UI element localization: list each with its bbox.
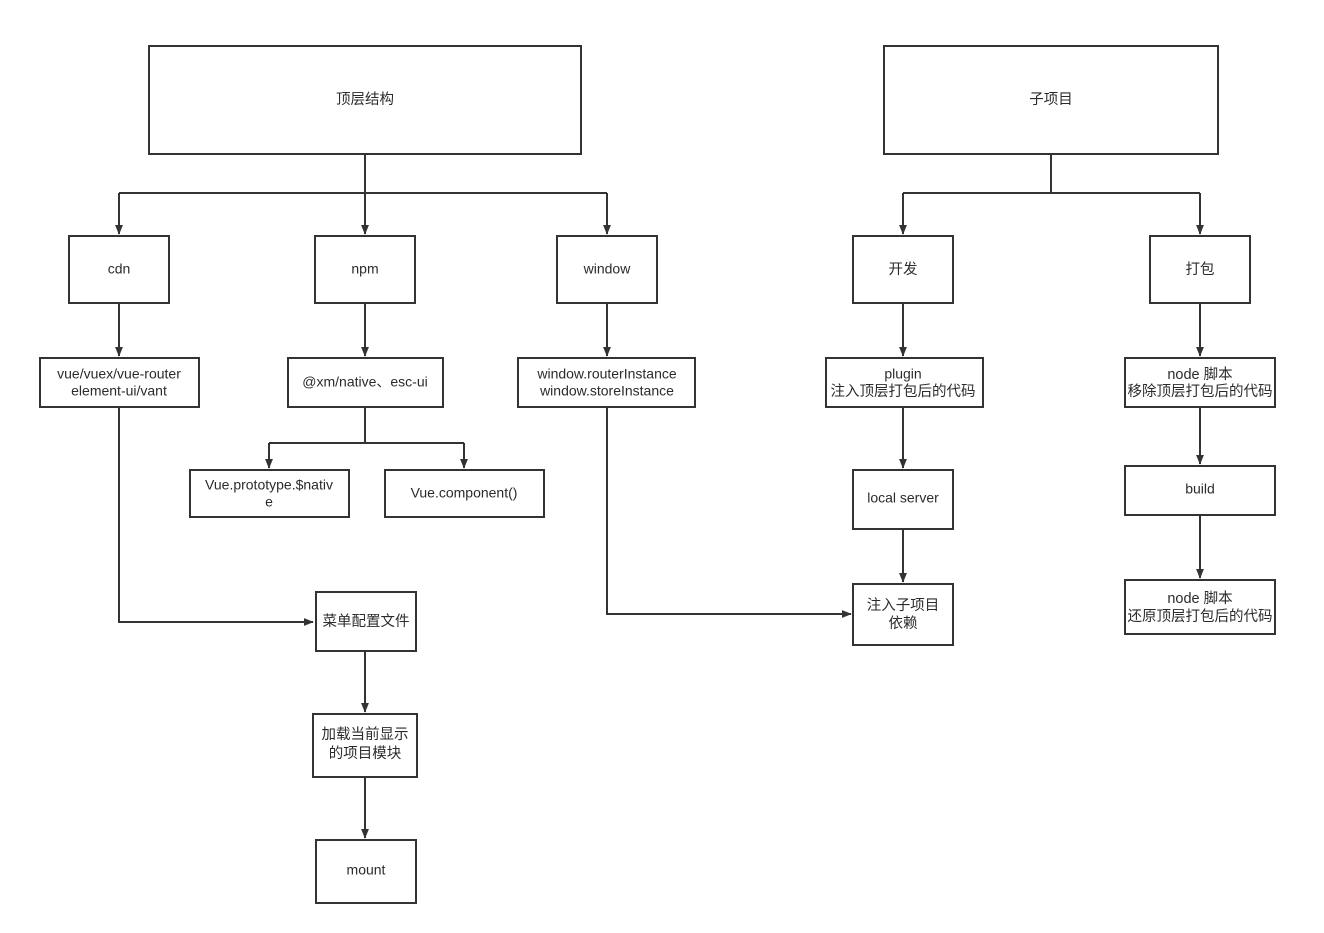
- node-script-restore-label-line2: 还原顶层打包后的代码: [1128, 608, 1273, 625]
- node-script-restore-label-line1: node 脚本: [1167, 590, 1232, 607]
- node-local-server[interactable]: local server: [852, 469, 954, 530]
- node-cdn-label: cdn: [108, 261, 131, 277]
- node-inject-sub-project-label-line2: 依赖: [889, 615, 918, 632]
- node-npm[interactable]: npm: [314, 235, 416, 304]
- node-pack-label: 打包: [1186, 261, 1215, 278]
- node-script-restore[interactable]: node 脚本 还原顶层打包后的代码: [1124, 579, 1276, 635]
- node-script-remove-label-line1: node 脚本: [1167, 366, 1232, 383]
- node-top-structure[interactable]: 顶层结构: [148, 45, 582, 155]
- edge-layer: [115, 154, 1204, 839]
- node-vue-component[interactable]: Vue.component(): [384, 469, 545, 518]
- node-vue-prototype-label-line1: Vue.prototype.$nativ: [205, 477, 333, 493]
- node-plugin-label-line1: plugin: [884, 366, 921, 382]
- node-window-instances-label-line1: window.routerInstance: [536, 366, 677, 382]
- edge-cdn-libs-to-menu-config: [118, 407, 314, 626]
- node-load-current-module-label-line1: 加载当前显示: [322, 726, 409, 743]
- node-cdn-libs-label-line2: element-ui/vant: [71, 383, 167, 399]
- node-pack[interactable]: 打包: [1149, 235, 1251, 304]
- node-load-current-module-label-line2: 的项目模块: [329, 745, 402, 762]
- node-plugin[interactable]: plugin 注入顶层打包后的代码: [825, 357, 984, 408]
- node-window-label: window: [583, 261, 632, 277]
- node-script-remove[interactable]: node 脚本 移除顶层打包后的代码: [1124, 357, 1276, 408]
- node-sub-project[interactable]: 子项目: [883, 45, 1219, 155]
- node-window[interactable]: window: [556, 235, 658, 304]
- node-npm-label: npm: [351, 261, 378, 277]
- node-dev-label: 开发: [889, 261, 918, 278]
- node-window-instances-label-line2: window.storeInstance: [539, 383, 674, 399]
- node-npm-pkgs[interactable]: @xm/native、esc-ui: [287, 357, 444, 408]
- node-inject-sub-project-label-line1: 注入子项目: [867, 597, 940, 614]
- node-build-label: build: [1185, 481, 1215, 497]
- node-menu-config[interactable]: 菜单配置文件: [315, 591, 417, 652]
- node-build[interactable]: build: [1124, 465, 1276, 516]
- node-cdn[interactable]: cdn: [68, 235, 170, 304]
- node-sub-project-label: 子项目: [1029, 91, 1073, 108]
- node-top-structure-label: 顶层结构: [336, 91, 394, 108]
- node-layer: 顶层结构 子项目 cdn npm window: [39, 45, 1276, 904]
- node-window-instances[interactable]: window.routerInstance window.storeInstan…: [517, 357, 696, 408]
- node-cdn-libs[interactable]: vue/vuex/vue-router element-ui/vant: [39, 357, 200, 408]
- node-load-current-module[interactable]: 加载当前显示 的项目模块: [312, 713, 418, 778]
- node-dev[interactable]: 开发: [852, 235, 954, 304]
- node-menu-config-label: 菜单配置文件: [323, 613, 410, 630]
- edge-window-instances-to-inject-sub-project: [606, 407, 852, 618]
- node-script-remove-label-line2: 移除顶层打包后的代码: [1128, 383, 1273, 400]
- node-vue-prototype-label-line2: e: [265, 494, 273, 510]
- node-npm-pkgs-label: @xm/native、esc-ui: [302, 374, 427, 390]
- node-inject-sub-project[interactable]: 注入子项目 依赖: [852, 583, 954, 646]
- node-mount-label: mount: [347, 862, 386, 878]
- node-local-server-label: local server: [867, 490, 939, 506]
- node-vue-prototype[interactable]: Vue.prototype.$nativ e: [189, 469, 350, 518]
- node-vue-component-label: Vue.component(): [411, 485, 518, 501]
- node-plugin-label-line2: 注入顶层打包后的代码: [831, 383, 976, 400]
- node-mount[interactable]: mount: [315, 839, 417, 904]
- node-cdn-libs-label-line1: vue/vuex/vue-router: [57, 366, 181, 382]
